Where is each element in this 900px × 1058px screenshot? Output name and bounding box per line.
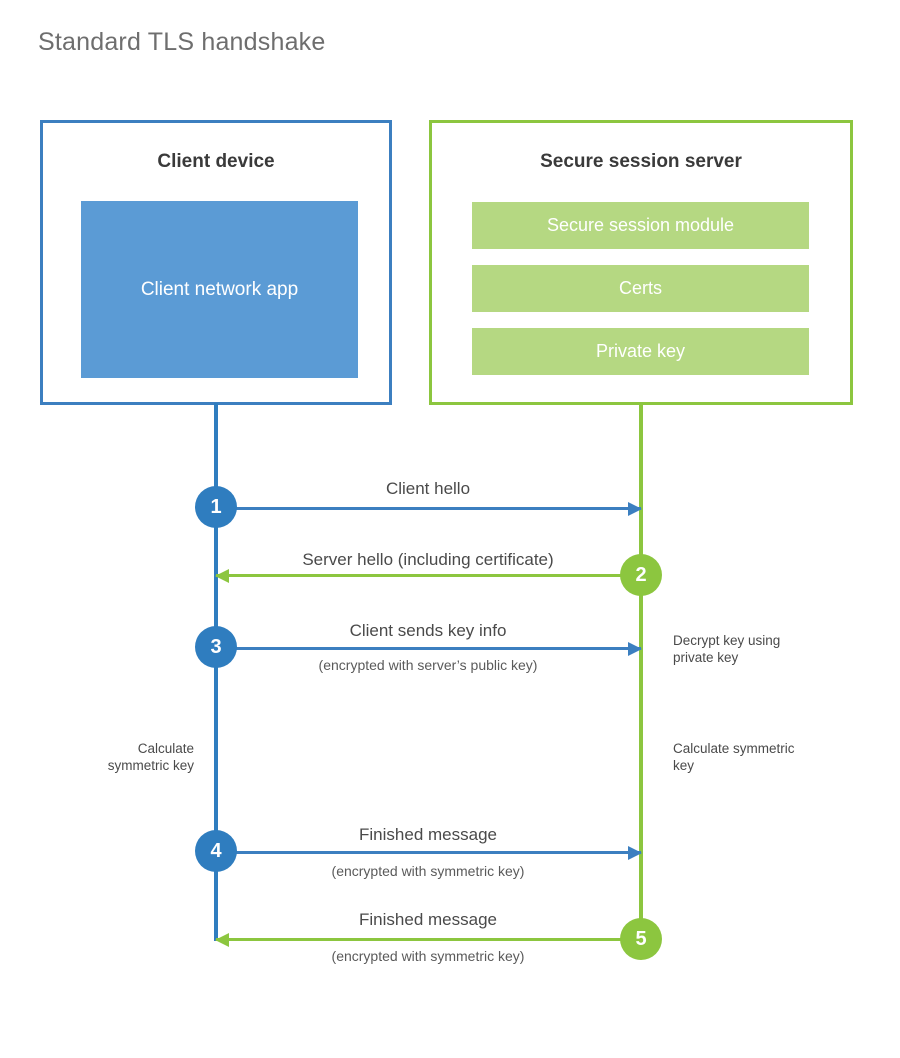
step-2-label: Server hello (including certificate) (302, 550, 554, 569)
step-3-arrow (216, 641, 642, 656)
step-1-marker: 1 (195, 486, 237, 528)
step-3-marker: 3 (195, 626, 237, 668)
step-2-arrow (215, 568, 641, 583)
client-device-box: Client device Client network app (40, 120, 392, 405)
step-5-sublabel: (encrypted with symmetric key) (331, 948, 525, 964)
step-4-label: Finished message (359, 825, 497, 844)
page-title: Standard TLS handshake (38, 28, 326, 56)
step-3-sublabel: (encrypted with server’s public key) (318, 657, 538, 673)
arrowhead-right-icon (628, 845, 642, 860)
step-5-arrow (215, 932, 641, 947)
step-4-arrow (216, 845, 642, 860)
arrowhead-left-icon (215, 932, 229, 947)
client-calculate-symmetric-key-annotation: Calculate symmetric key (107, 741, 194, 773)
server-lifeline (639, 403, 643, 939)
server-calculate-symmetric-key-annotation: Calculate symmetric key (673, 741, 795, 773)
secure-session-server-title: Secure session server (540, 151, 742, 172)
step-2-marker: 2 (620, 554, 662, 596)
client-device-title: Client device (157, 151, 275, 172)
server-decrypt-annotation: Decrypt key using private key (673, 633, 781, 665)
step-1-arrow (216, 501, 642, 516)
client-lifeline (214, 403, 218, 941)
step-4-sublabel: (encrypted with symmetric key) (331, 863, 525, 879)
server-block-secure-session-module: Secure session module (472, 202, 809, 249)
step-5-marker: 5 (620, 918, 662, 960)
arrowhead-left-icon (215, 568, 229, 583)
step-4-marker: 4 (195, 830, 237, 872)
secure-session-server-box: Secure session server Secure session mod… (429, 120, 853, 405)
step-1-label: Client hello (385, 479, 471, 498)
arrowhead-right-icon (628, 641, 642, 656)
step-5-label: Finished message (359, 910, 497, 929)
server-block-certs: Certs (472, 265, 809, 312)
client-network-app-block: Client network app (81, 201, 358, 378)
step-3-label: Client sends key info (349, 621, 507, 640)
server-block-private-key: Private key (472, 328, 809, 375)
arrowhead-right-icon (628, 501, 642, 516)
